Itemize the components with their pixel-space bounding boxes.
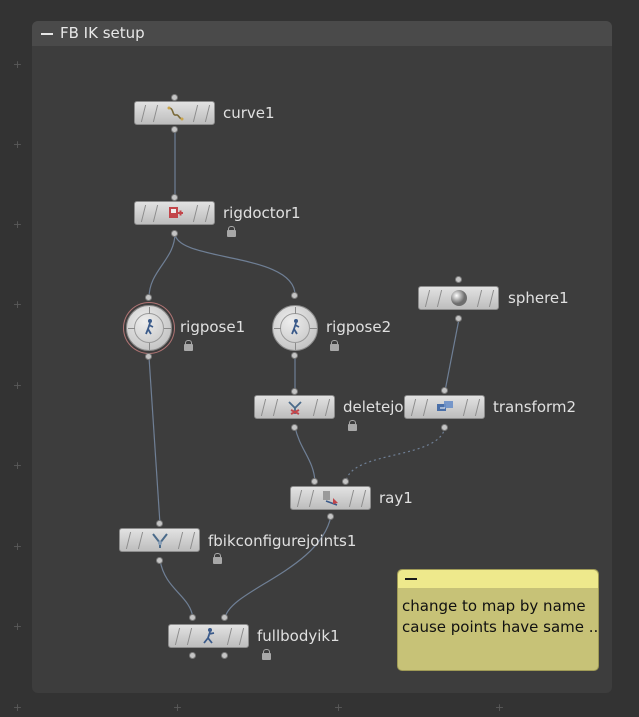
input-port[interactable] <box>441 387 448 394</box>
node-label: ray1 <box>379 489 413 507</box>
node-fbikconfigurejoints1[interactable] <box>119 528 200 552</box>
node-label: fbikconfigurejoints1 <box>208 532 357 550</box>
node-deletejoints1[interactable] <box>254 395 335 419</box>
wire-rigdoctor1-rigpose2 <box>174 232 296 296</box>
node-label: rigdoctor1 <box>223 204 301 222</box>
wire-fbikconfigure-fullbodyik <box>159 559 194 619</box>
output-port[interactable] <box>156 557 163 564</box>
wire-rigdoctor1-rigpose1 <box>148 232 176 299</box>
rigdoctor-icon <box>166 204 184 222</box>
grid-cross-mark: + <box>12 620 23 633</box>
lock-icon <box>184 340 193 352</box>
lock-icon <box>348 420 357 432</box>
node-label: curve1 <box>223 104 275 122</box>
input-port[interactable] <box>291 388 298 395</box>
sticky-note-header[interactable] <box>398 570 598 588</box>
input-port[interactable] <box>171 194 178 201</box>
lock-icon <box>227 226 236 238</box>
output-port[interactable] <box>145 353 152 360</box>
input-port[interactable] <box>145 294 152 301</box>
grid-cross-mark: + <box>494 701 505 714</box>
wire-sphere1-transform2 <box>444 318 460 392</box>
output-port[interactable] <box>171 126 178 133</box>
network-box-title: FB IK setup <box>60 24 145 42</box>
rigpose-icon <box>140 318 158 336</box>
ray-icon <box>322 489 340 507</box>
output-port[interactable] <box>221 652 228 659</box>
transform-icon <box>436 398 454 416</box>
collapse-icon[interactable] <box>41 33 53 35</box>
node-fullbodyik1[interactable] <box>168 624 249 648</box>
grid-cross-mark: + <box>12 459 23 472</box>
grid-cross-mark: + <box>12 701 23 714</box>
node-label: transform2 <box>493 398 577 416</box>
lock-icon <box>330 340 339 352</box>
lock-icon <box>213 553 222 565</box>
wire-transform2-ray1 <box>345 426 446 483</box>
grid-cross-mark: + <box>172 701 183 714</box>
input-port[interactable] <box>455 276 462 283</box>
input-port[interactable] <box>189 614 196 621</box>
node-label: rigpose2 <box>326 318 392 336</box>
grid-cross-mark: + <box>12 138 23 151</box>
rigpose-icon <box>286 318 304 336</box>
input-port[interactable] <box>221 614 228 621</box>
input-port[interactable] <box>156 520 163 527</box>
node-label: sphere1 <box>508 289 569 307</box>
output-port[interactable] <box>327 513 334 520</box>
fullbody-ik-icon <box>200 627 218 645</box>
sticky-note-text[interactable]: change to map by name cause points have … <box>402 597 599 636</box>
node-rigpose2[interactable] <box>272 305 318 351</box>
network-box-header[interactable]: FB IK setup <box>32 21 612 46</box>
grid-cross-mark: + <box>12 298 23 311</box>
node-sphere1[interactable] <box>418 286 499 310</box>
output-port[interactable] <box>189 652 196 659</box>
node-label: deletejo <box>343 398 404 416</box>
input-port[interactable] <box>291 292 298 299</box>
sphere-icon <box>450 289 468 307</box>
node-rigpose1[interactable] <box>126 305 172 351</box>
lock-icon <box>262 649 271 661</box>
node-rigdoctor1[interactable] <box>134 201 215 225</box>
node-ray1[interactable] <box>290 486 371 510</box>
input-port[interactable] <box>171 94 178 101</box>
collapse-icon[interactable] <box>405 578 417 580</box>
wire-rigpose1-fbikconfigure <box>148 356 161 525</box>
wire-ray1-fullbodyik <box>224 515 332 619</box>
grid-cross-mark: + <box>12 379 23 392</box>
output-port[interactable] <box>171 230 178 237</box>
node-curve1[interactable] <box>134 101 215 125</box>
grid-cross-mark: + <box>333 701 344 714</box>
node-label: fullbodyik1 <box>257 627 340 645</box>
input-port[interactable] <box>342 478 349 485</box>
node-label: rigpose1 <box>180 318 246 336</box>
sticky-note[interactable]: change to map by name cause points have … <box>397 569 599 671</box>
delete-joints-icon <box>286 398 304 416</box>
output-port[interactable] <box>291 352 298 359</box>
grid-cross-mark: + <box>12 58 23 71</box>
output-port[interactable] <box>441 424 448 431</box>
output-port[interactable] <box>455 315 462 322</box>
wire-deletejoints1-ray1 <box>294 426 316 483</box>
output-port[interactable] <box>291 424 298 431</box>
curve-icon <box>166 104 184 122</box>
grid-cross-mark: + <box>12 540 23 553</box>
node-transform2[interactable] <box>404 395 485 419</box>
grid-cross-mark: + <box>12 218 23 231</box>
input-port[interactable] <box>311 478 318 485</box>
configure-joints-icon <box>151 531 169 549</box>
